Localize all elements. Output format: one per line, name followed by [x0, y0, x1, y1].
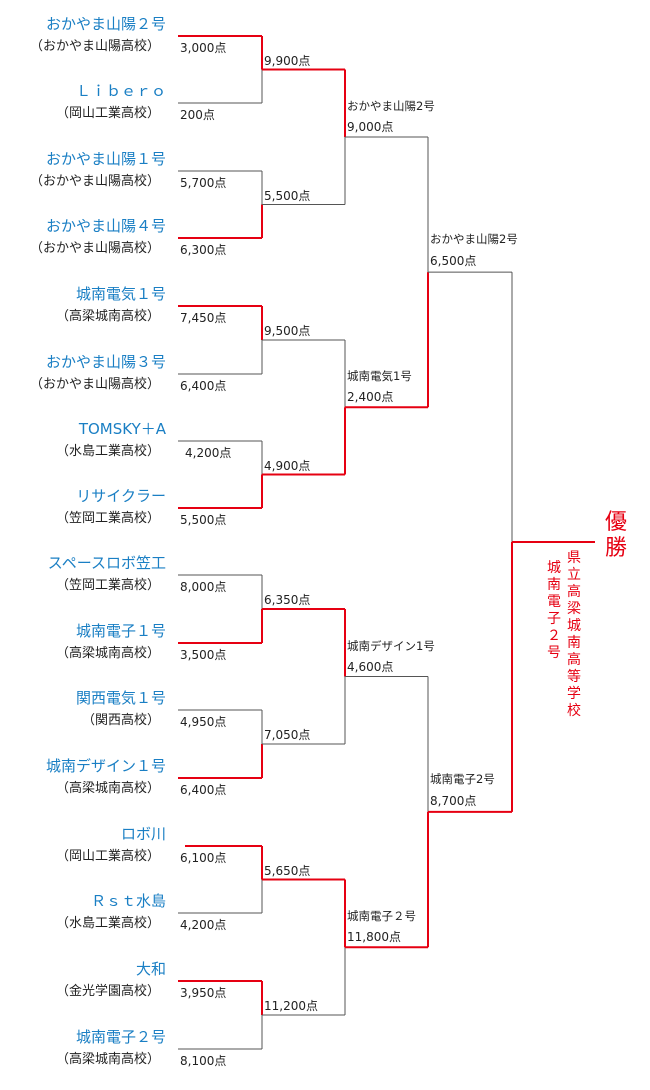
team-name: ロボ川: [120, 825, 166, 843]
team-school: （高梁城南高校）: [55, 646, 160, 661]
team-name: 城南デザイン１号: [45, 757, 166, 775]
round3-score: 11,800点: [347, 930, 401, 945]
team-school: （おかやま山陽高校）: [29, 241, 160, 256]
round2-score: 11,200点: [264, 999, 318, 1013]
team-school: （高梁城南高校）: [55, 1052, 160, 1067]
team-score: 200点: [180, 108, 215, 122]
team-name: 城南電子１号: [75, 622, 166, 640]
team-school: （高梁城南高校）: [55, 309, 160, 324]
team-name: スペースロボ笠工: [47, 554, 166, 572]
round2-score: 9,900点: [264, 53, 311, 68]
team-school: （おかやま山陽高校）: [29, 377, 160, 392]
team-school: （水島工業高校）: [55, 444, 160, 459]
team-score: 6,100点: [180, 851, 227, 865]
team-name: TOMSKY＋A: [78, 420, 166, 438]
team-school: （おかやま山陽高校）: [29, 39, 160, 54]
team-score: 8,100点: [180, 1054, 227, 1068]
team-school: （岡山工業高校）: [55, 849, 160, 864]
round2-score: 5,650点: [264, 863, 311, 878]
team-score: 6,400点: [180, 379, 227, 393]
team-school: （笠岡工業高校）: [55, 511, 160, 526]
team-score: 4,950点: [180, 715, 227, 729]
team-score: 5,500点: [180, 513, 227, 527]
team-score: 5,700点: [180, 176, 227, 190]
team-name: 大和: [135, 960, 166, 978]
team-score: 3,000点: [180, 41, 227, 55]
team-score: 7,450点: [180, 311, 227, 325]
round2-score: 6,350点: [264, 593, 311, 607]
round3-score: 2,400点: [347, 390, 394, 405]
team-name: Ｒｓｔ水島: [90, 892, 166, 910]
team-name: おかやま山陽４号: [45, 217, 166, 235]
round3-team: 城南デザイン1号: [347, 638, 435, 653]
round3-team: 城南電子２号: [347, 909, 416, 924]
champion-title: 優勝: [604, 510, 627, 561]
round3-score: 9,000点: [347, 120, 394, 134]
team-score: 6,400点: [180, 783, 227, 797]
team-score: 3,950点: [180, 986, 227, 1000]
team-name: おかやま山陽１号: [45, 150, 166, 168]
semifinal-team: おかやま山陽2号: [430, 232, 518, 247]
semifinal-score: 6,500点: [430, 254, 477, 269]
team-school: （岡山工業高校）: [55, 106, 160, 121]
team-school: （高梁城南高校）: [55, 781, 160, 796]
semifinal-team: 城南電子2号: [430, 771, 495, 786]
team-name: リサイクラー: [76, 487, 166, 505]
champion-school-name: 県立高梁城南高等学校: [567, 550, 581, 719]
team-score: 8,000点: [180, 580, 227, 594]
round2-score: 5,500点: [264, 188, 311, 203]
team-score: 4,200点: [180, 918, 227, 932]
team-school: （水島工業高校）: [55, 916, 160, 931]
round3-team: 城南電気1号: [347, 369, 412, 384]
team-name: おかやま山陽２号: [45, 15, 166, 33]
round2-score: 9,500点: [264, 324, 311, 338]
semifinal-score: 8,700点: [430, 793, 477, 808]
team-school: （笠岡工業高校）: [55, 578, 160, 593]
team-school: （金光学園高校）: [55, 984, 160, 999]
round2-score: 7,050点: [264, 728, 311, 742]
team-name: 城南電気１号: [75, 285, 166, 303]
team-score: 4,200点: [185, 446, 232, 460]
team-school: （関西高校）: [81, 713, 160, 728]
round3-team: おかやま山陽2号: [347, 99, 435, 113]
team-score: 6,300点: [180, 243, 227, 257]
team-name: おかやま山陽３号: [45, 353, 166, 371]
round3-score: 4,600点: [347, 659, 394, 674]
team-name: 城南電子２号: [75, 1028, 166, 1046]
team-score: 3,500点: [180, 648, 227, 662]
team-name: 関西電気１号: [75, 689, 166, 707]
team-school: （おかやま山陽高校）: [29, 174, 160, 189]
round2-score: 4,900点: [264, 458, 311, 473]
team-name: Ｌｉｂｅｒｏ: [75, 82, 166, 100]
